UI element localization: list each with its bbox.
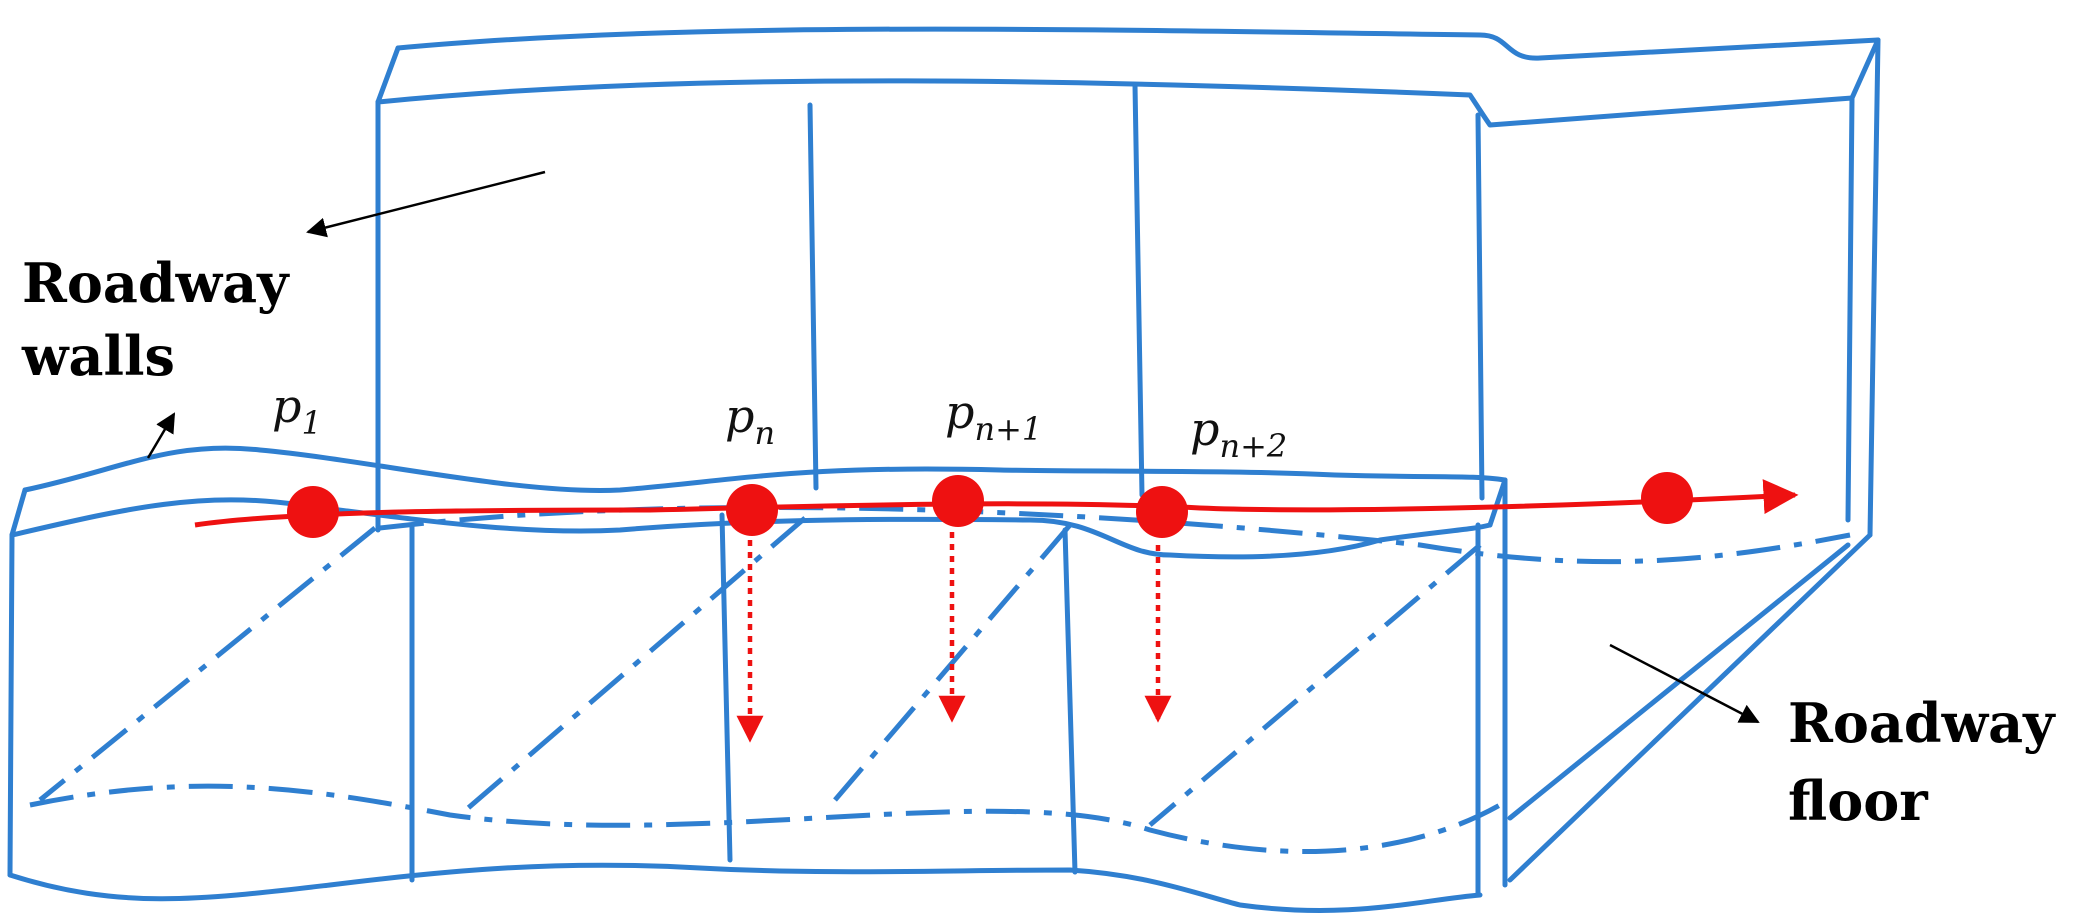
trajectory-point-pn1 [932,475,984,527]
back-wall [375,26,1881,538]
floor-label-line2: floor [1788,769,1928,833]
point-label-p1: p1 [272,379,322,442]
projection-arrows [736,532,1172,743]
trajectory-point-pn [726,484,778,536]
annotation-arrows [146,170,1760,724]
point-label-pn: pn [725,389,775,452]
floor-pointer-arrow [1609,643,1760,724]
trajectory [194,472,1799,538]
walls-pointer-arrow [306,170,546,238]
trajectory-point-next [1641,472,1693,524]
walls-label-line1: Roadway [22,251,290,315]
floor-label-line1: Roadway [1788,691,2056,755]
trajectory-point-p1 [287,486,339,538]
point-label-pn1: pn+1 [945,385,1042,448]
walls-label-line2: walls [21,324,175,388]
roadway-floor [29,504,1851,854]
walls-edge-arrow [146,412,176,459]
point-label-pn2: pn+2 [1190,402,1287,465]
trajectory-point-pn2 [1136,486,1188,538]
